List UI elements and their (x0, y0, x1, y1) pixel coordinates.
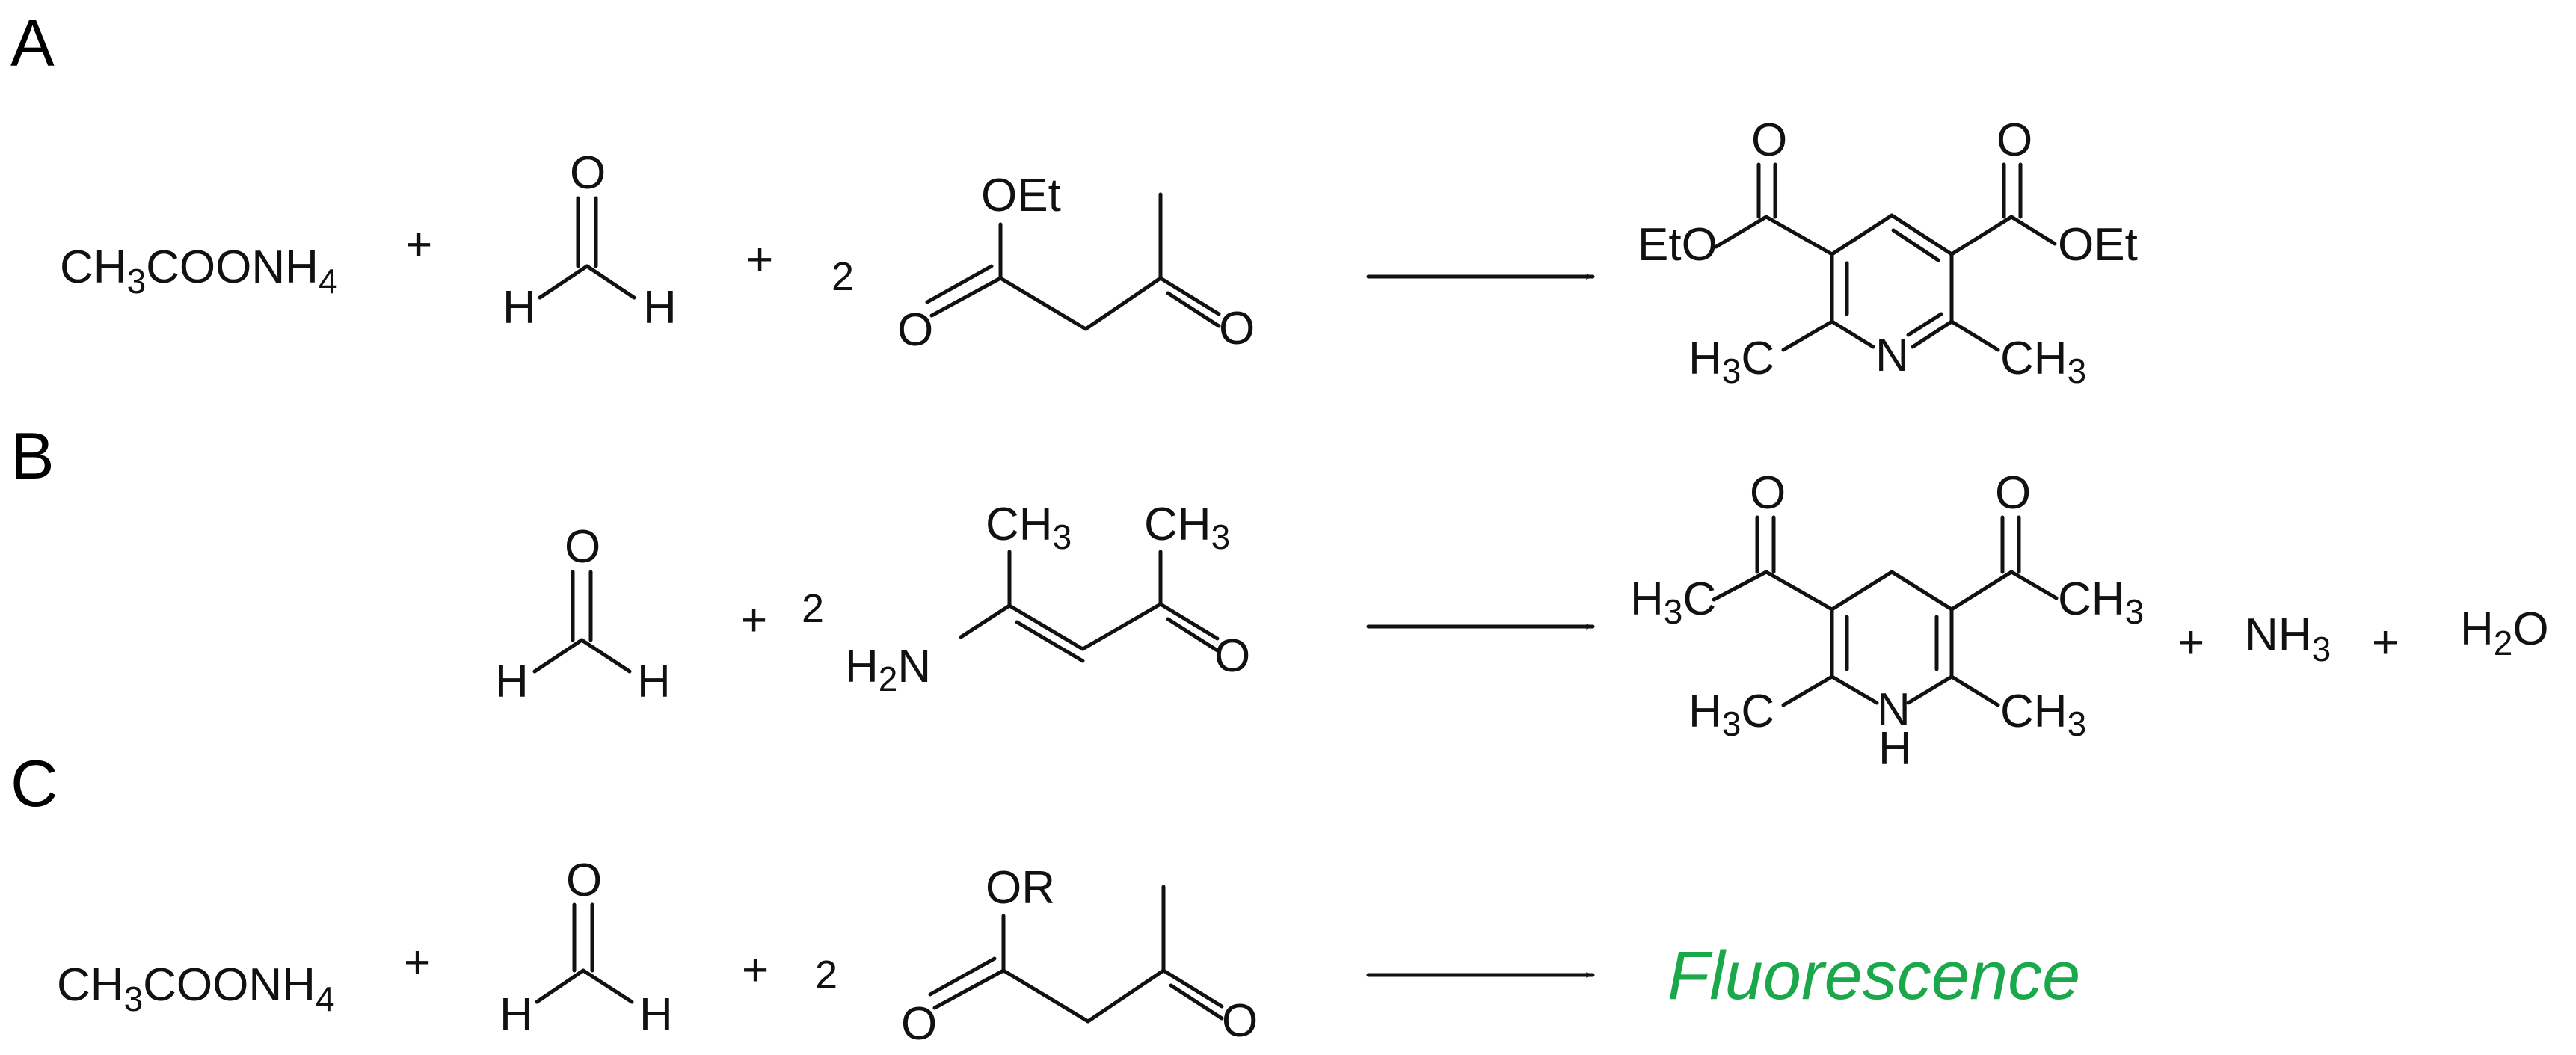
atom-o: O (566, 855, 602, 906)
atom-n: N (1875, 330, 1909, 381)
atom-eto: EtO (1638, 219, 1718, 271)
atom-o: O (1222, 995, 1258, 1047)
alkyl-acetoacetate: OR O O (901, 862, 1258, 1050)
ammonia: NH3 (2245, 609, 2331, 668)
plus-sign: + (404, 937, 431, 988)
plus-sign: + (742, 944, 769, 996)
atom-h: H (637, 656, 671, 707)
atom-o: O (897, 304, 933, 356)
methyl-label: CH3 (2000, 686, 2086, 743)
methyl-label: CH3 (2000, 333, 2086, 390)
atom-h: H (639, 989, 673, 1041)
methyl-label: CH3 (1144, 499, 1230, 556)
atom-o: O (1996, 114, 2032, 166)
pyridine-diester-product: O EtO O OEt N H3C CH3 (1638, 114, 2138, 390)
stoich-coefficient: 2 (802, 586, 824, 631)
methyl-label: H3C (1688, 686, 1774, 743)
panel-letter-b: B (10, 419, 55, 493)
panel-letter-c: C (10, 746, 58, 820)
atom-h: H (499, 989, 533, 1041)
methyl-label: H3C (1630, 573, 1716, 631)
dihydropyridine-product: O H3C O CH3 N H H3C CH (1630, 467, 2144, 775)
atom-o: O (1751, 114, 1787, 166)
atom-o: O (570, 147, 606, 199)
methyl-label: H3C (1688, 333, 1774, 390)
ammonium-acetate-a: CH3COONH4 (60, 242, 338, 301)
formaldehyde-a: O H H (502, 147, 677, 333)
atom-o: O (1750, 467, 1786, 519)
atom-oet: OEt (2058, 219, 2138, 271)
atom-o: O (901, 998, 937, 1050)
ammonium-acetate-c: CH3COONH4 (57, 959, 335, 1018)
atom-h: H (502, 282, 536, 333)
atom-or: OR (986, 862, 1055, 914)
plus-sign: + (740, 594, 767, 646)
atom-o: O (1219, 303, 1255, 354)
atom-h: H (1878, 723, 1912, 775)
amine-label: H2N (845, 641, 931, 698)
ethyl-acetoacetate: OEt O O (897, 170, 1255, 356)
methyl-label: CH3 (2058, 573, 2144, 631)
atom-n: N (1877, 684, 1911, 736)
stoich-coefficient: 2 (831, 254, 854, 299)
atom-o: O (1214, 630, 1250, 682)
panel-letter-a: A (10, 6, 55, 80)
stoich-coefficient: 2 (815, 953, 837, 997)
panel-c: C CH3COONH4 + O H H + 2 OR O O (10, 746, 2080, 1050)
atom-o: O (565, 521, 600, 573)
enaminone-reagent: CH3 CH3 H2N O (845, 499, 1250, 698)
panel-b: B O H H + 2 CH3 CH3 H2N O (10, 419, 2549, 775)
fluorescence-label: Fluorescence (1667, 938, 2080, 1014)
atom-h: H (643, 282, 677, 333)
plus-sign: + (746, 234, 773, 286)
water: H2O (2460, 603, 2549, 662)
atom-oet: OEt (981, 170, 1061, 221)
plus-sign: + (2372, 617, 2399, 668)
formaldehyde-c: O H H (499, 855, 673, 1041)
panel-a: A CH3COONH4 + O H H + 2 OEt O (10, 6, 2138, 390)
atom-h: H (495, 656, 529, 707)
plus-sign: + (405, 219, 432, 271)
plus-sign: + (2177, 617, 2204, 668)
methyl-label: CH3 (986, 499, 1072, 556)
atom-o: O (1995, 467, 2031, 519)
formaldehyde-b: O H H (495, 521, 671, 707)
